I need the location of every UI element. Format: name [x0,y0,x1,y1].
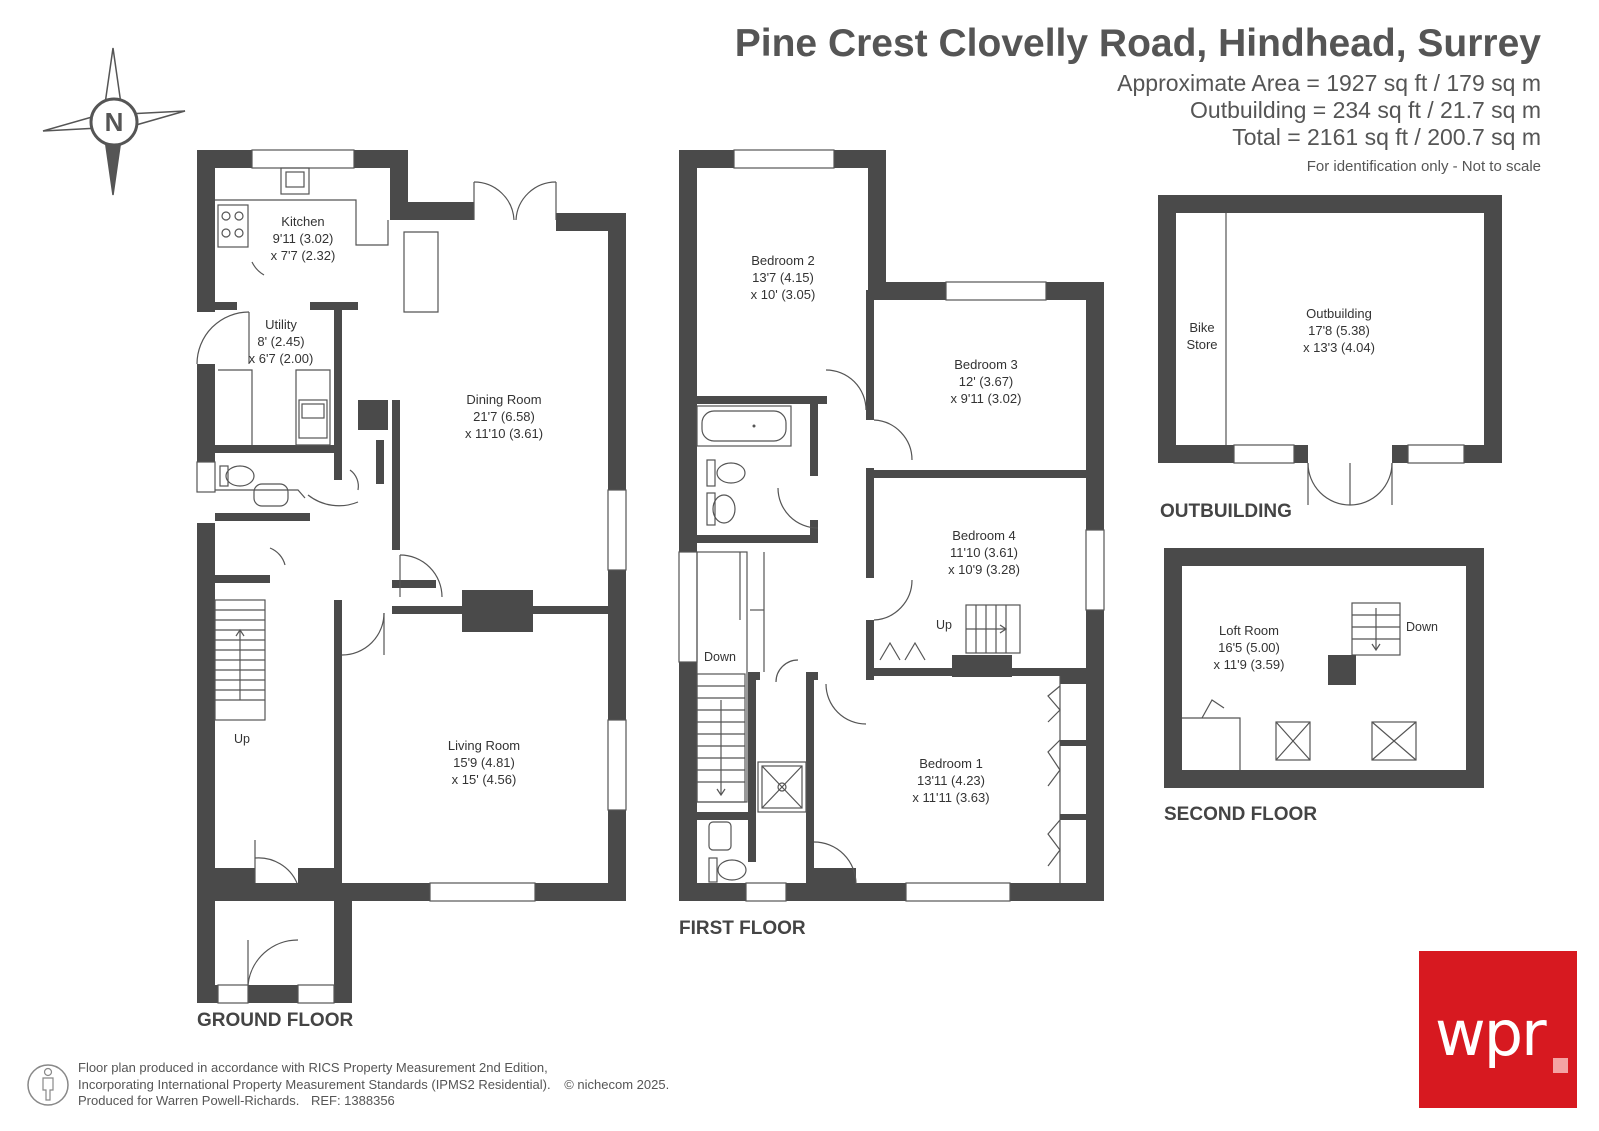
outbuilding-plan [1158,195,1502,506]
room-dimension: x 10'9 (3.28) [948,562,1020,577]
footer-line-text: Produced for Warren Powell-Richards. [78,1093,300,1108]
first-floor-plan [678,149,1105,902]
footer-line: Incorporating International Property Mea… [78,1077,669,1094]
room-dimension: 12' (3.67) [958,374,1014,389]
room-dimension: x 10' (3.05) [750,287,816,302]
footer-line: Floor plan produced in accordance with R… [78,1060,548,1075]
stairs-up-label: Up [234,732,250,746]
room-bike-store: Bike Store [1186,319,1217,353]
room-dimension: x 11'9 (3.59) [1213,657,1285,672]
room-dimension: 15'9 (4.81) [453,755,515,770]
second-floor-label: SECOND FLOOR [1164,804,1318,825]
room-name: Loft Room [1219,623,1279,638]
logo-dot [1553,1058,1568,1073]
room-dimension: x 6'7 (2.00) [248,351,314,366]
room-name: Utility [265,317,297,332]
room-name: Outbuilding [1306,306,1372,321]
room-bedroom-1: Bedroom 1 13'11 (4.23) x 11'11 (3.63) [912,755,989,806]
stairs-down-label: Down [1406,620,1438,634]
room-dimension: 17'8 (5.38) [1308,323,1370,338]
person-icon [27,1064,69,1106]
reference: REF: 1388356 [310,1093,395,1108]
first-floor-label: FIRST FLOOR [679,918,806,939]
room-kitchen: Kitchen 9'11 (3.02) x 7'7 (2.32) [271,213,336,264]
room-name: Kitchen [281,214,325,229]
outbuilding-area: Outbuilding = 234 sq ft / 21.7 sq m [1190,97,1541,123]
room-name: Bedroom 3 [954,357,1018,372]
room-dimension: x 7'7 (2.32) [270,248,336,263]
room-name: Dining Room [466,392,542,407]
room-bedroom-4: Bedroom 4 11'10 (3.61) x 10'9 (3.28) [948,527,1020,578]
room-bedroom-3: Bedroom 3 12' (3.67) x 9'11 (3.02) [951,356,1022,407]
copyright: © nichecom 2025. [564,1076,670,1092]
room-dimension: x 15' (4.56) [451,772,517,787]
footer-notes: Floor plan produced in accordance with R… [78,1060,669,1110]
room-utility: Utility 8' (2.45) x 6'7 (2.00) [249,316,314,367]
total-area: Total = 2161 sq ft / 200.7 sq m [1232,124,1541,150]
room-name: Living Room [447,738,521,753]
logo-text: wpr [1435,997,1547,1070]
room-dimension: 21'7 (6.58) [473,409,535,424]
room-dimension: 9'11 (3.02) [272,231,334,246]
room-dimension: x 9'11 (3.02) [950,391,1022,406]
room-outbuilding: Outbuilding 17'8 (5.38) x 13'3 (4.04) [1303,305,1375,356]
outbuilding-label: OUTBUILDING [1160,501,1292,522]
approximate-area: Approximate Area = 1927 sq ft / 179 sq m [1117,70,1541,96]
room-name: Bedroom 4 [952,528,1016,543]
room-dimension: 11'10 (3.61) [949,545,1019,560]
room-loft: Loft Room 16'5 (5.00) x 11'9 (3.59) [1214,622,1285,673]
footer-line: Produced for Warren Powell-Richards. REF… [78,1093,669,1110]
room-name: Store [1186,337,1218,352]
disclaimer: For identification only - Not to scale [1306,158,1541,175]
room-dimension: x 11'11 (3.63) [912,790,990,805]
footer-line-text: Incorporating International Property Mea… [78,1076,551,1092]
room-living: Living Room 15'9 (4.81) x 15' (4.56) [448,737,520,788]
room-name: Bedroom 1 [919,756,983,771]
room-name: Bedroom 2 [751,253,815,268]
room-dimension: 16'5 (5.00) [1218,640,1280,655]
room-dimension: x 13'3 (4.04) [1303,340,1375,355]
wpr-logo: wpr [1419,951,1577,1108]
second-floor-plan [1164,548,1484,788]
room-bedroom-2: Bedroom 2 13'7 (4.15) x 10' (3.05) [751,252,816,303]
stairs-up-label: Up [936,618,952,632]
page-title: Pine Crest Clovelly Road, Hindhead, Surr… [734,22,1541,65]
compass-n-label: N [105,107,124,137]
room-dining: Dining Room 21'7 (6.58) x 11'10 (3.61) [465,391,543,442]
compass-icon: N [42,47,186,196]
room-dimension: 13'7 (4.15) [752,270,814,285]
room-dimension: 13'11 (4.23) [916,773,985,788]
room-dimension: 8' (2.45) [257,334,305,349]
room-name: Bike [1189,320,1215,335]
ground-floor-label: GROUND FLOOR [197,1010,354,1031]
ground-floor-plan [196,149,627,1004]
room-dimension: x 11'10 (3.61) [464,426,544,441]
stairs-down-label: Down [704,650,736,664]
